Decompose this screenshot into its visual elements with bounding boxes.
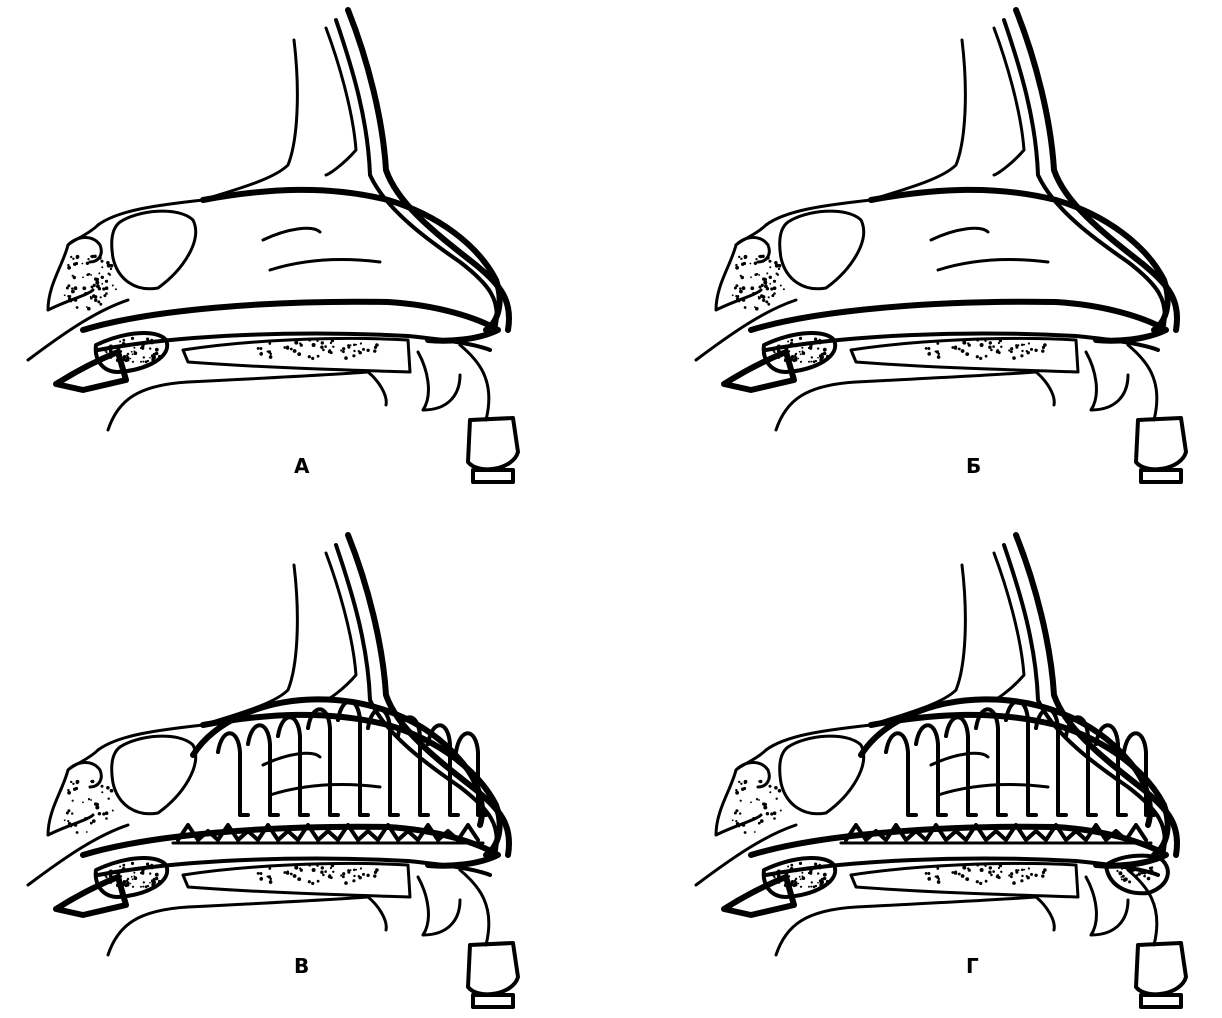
- soft-palate: [108, 897, 368, 955]
- middle-turbinate-line: [938, 260, 1048, 270]
- upper-lip-fold: [368, 372, 386, 405]
- columella-string: [1128, 870, 1157, 945]
- packing-fold-1: [218, 733, 248, 815]
- nasal-bone-line: [336, 20, 497, 325]
- frontal-sinus: [326, 553, 356, 700]
- panel-label-c: В: [294, 954, 309, 978]
- superior-turbinate-line: [263, 228, 320, 240]
- nostril-tip-base: [473, 470, 513, 482]
- sphenoid-sinus: [112, 736, 196, 814]
- nostril-tip-base: [1141, 995, 1181, 1007]
- frontal-bone: [766, 40, 965, 225]
- upper-lip-fold: [368, 897, 386, 930]
- frontal-bone: [766, 565, 965, 750]
- nasal-cavity-sagittal-drawing-a: [8, 0, 588, 490]
- columella-string: [460, 345, 489, 420]
- packing-fold-4: [308, 709, 338, 815]
- sphenoid-sinus: [780, 736, 864, 814]
- diagram-panel-c: В: [8, 525, 588, 1015]
- adenoid-stippling: [772, 337, 829, 363]
- packing-fold-3: [946, 717, 976, 815]
- nostril-tip-base: [473, 995, 513, 1007]
- packing-fold-3: [278, 717, 308, 815]
- nostril-tip-base: [1141, 470, 1181, 482]
- nostril-tip-device: [1136, 943, 1186, 994]
- packing-fold-2: [916, 725, 946, 815]
- frontal-bone: [98, 40, 297, 225]
- packing-fold-4: [976, 709, 1006, 815]
- upper-lip-fold: [1036, 372, 1054, 405]
- nasal-ala: [418, 877, 460, 935]
- nostril-tip-device: [468, 418, 518, 469]
- frontal-bone: [98, 565, 297, 750]
- soft-palate: [108, 372, 368, 430]
- panel-label-a: А: [294, 454, 309, 478]
- diagram-panel-a: А: [8, 0, 588, 490]
- middle-turbinate-line: [938, 785, 1048, 795]
- superior-turbinate-line: [931, 228, 988, 240]
- panel-label-d: Г: [966, 954, 979, 978]
- columella-string: [1128, 345, 1157, 420]
- diagram-panel-b: Б: [676, 0, 1222, 490]
- nasal-ala: [1086, 352, 1128, 410]
- sphenoid-sinus: [780, 211, 864, 289]
- adenoid-stippling: [772, 862, 829, 888]
- nasal-cavity-packing-drawing-c: [8, 525, 588, 1015]
- frontal-sinus: [994, 28, 1024, 175]
- sphenoid-sinus: [112, 211, 196, 289]
- nostril-tip-device: [468, 943, 518, 994]
- middle-turbinate-line: [270, 260, 380, 270]
- adenoid-stippling: [104, 337, 161, 363]
- frontal-sinus: [326, 28, 356, 175]
- frontal-sinus: [994, 553, 1024, 700]
- packing-fold-1: [886, 733, 916, 815]
- diagram-panel-d: Г: [676, 525, 1222, 1015]
- nostril-tip-device: [1136, 418, 1186, 469]
- adenoid-stippling: [104, 862, 161, 888]
- panel-label-b: Б: [966, 454, 981, 478]
- nasal-ala: [1086, 877, 1128, 935]
- packing-fold-2: [248, 725, 278, 815]
- soft-palate: [776, 372, 1036, 430]
- soft-palate: [776, 897, 1036, 955]
- nasal-cavity-sagittal-drawing-b: [676, 0, 1222, 490]
- nasal-bone-line: [1004, 20, 1165, 325]
- columella-string: [460, 870, 489, 945]
- nasal-ala: [418, 352, 460, 410]
- middle-turbinate-line: [270, 785, 380, 795]
- upper-lip-fold: [1036, 897, 1054, 930]
- nasal-cavity-packing-drawing-d: [676, 525, 1222, 1015]
